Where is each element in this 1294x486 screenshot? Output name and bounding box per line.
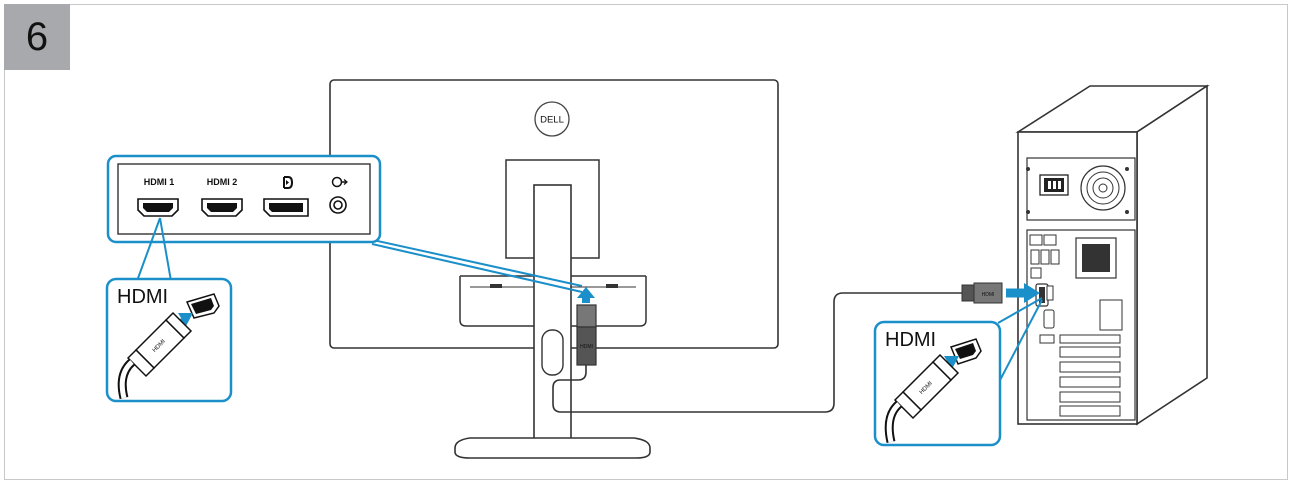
svg-text:HDMI: HDMI — [580, 344, 593, 350]
svg-text:HDMI: HDMI — [885, 329, 936, 351]
rear-vent — [1075, 237, 1117, 279]
hdmi-port-icon — [185, 293, 220, 319]
hdmi-cable-monitor-end: HDMI — [552, 287, 962, 413]
monitor-back: DELL — [329, 79, 779, 459]
cable-management-slot — [541, 329, 564, 376]
hdmi-plug-icon: HDMI — [117, 311, 193, 400]
hdmi-callout-monitor: HDMI HDMI — [105, 277, 233, 403]
svg-text:DELL: DELL — [540, 115, 564, 126]
step-number-badge: 6 — [4, 4, 70, 70]
hdmi-plug-icon-pc: HDMI — [884, 353, 960, 444]
hdmi-callout-pc: HDMI HDMI — [873, 320, 1002, 447]
power-socket — [1039, 174, 1069, 196]
port-hdmi2: HDMI 2 — [201, 177, 243, 217]
port-displayport — [263, 176, 309, 217]
port-audio-out — [329, 176, 348, 214]
svg-text:HDMI: HDMI — [117, 286, 168, 308]
svg-text:HDMI 2: HDMI 2 — [207, 177, 238, 187]
dell-logo: DELL — [534, 101, 570, 137]
monitor-port-panel: HDMI 1 HDMI 2 — [106, 154, 382, 244]
pc-tower — [1015, 84, 1210, 426]
headphone-icon — [331, 176, 348, 188]
svg-text:HDMI: HDMI — [982, 292, 995, 298]
port-hdmi1: HDMI 1 — [137, 177, 179, 217]
io-ports — [1029, 234, 1060, 329]
psu-fan — [1080, 165, 1126, 211]
displayport-icon — [283, 176, 294, 189]
hdmi-port-icon-pc — [949, 338, 982, 365]
svg-text:HDMI 1: HDMI 1 — [144, 177, 175, 187]
monitor-base — [454, 437, 651, 459]
hdmi-cable-pc-end: HDMI — [961, 282, 1040, 304]
